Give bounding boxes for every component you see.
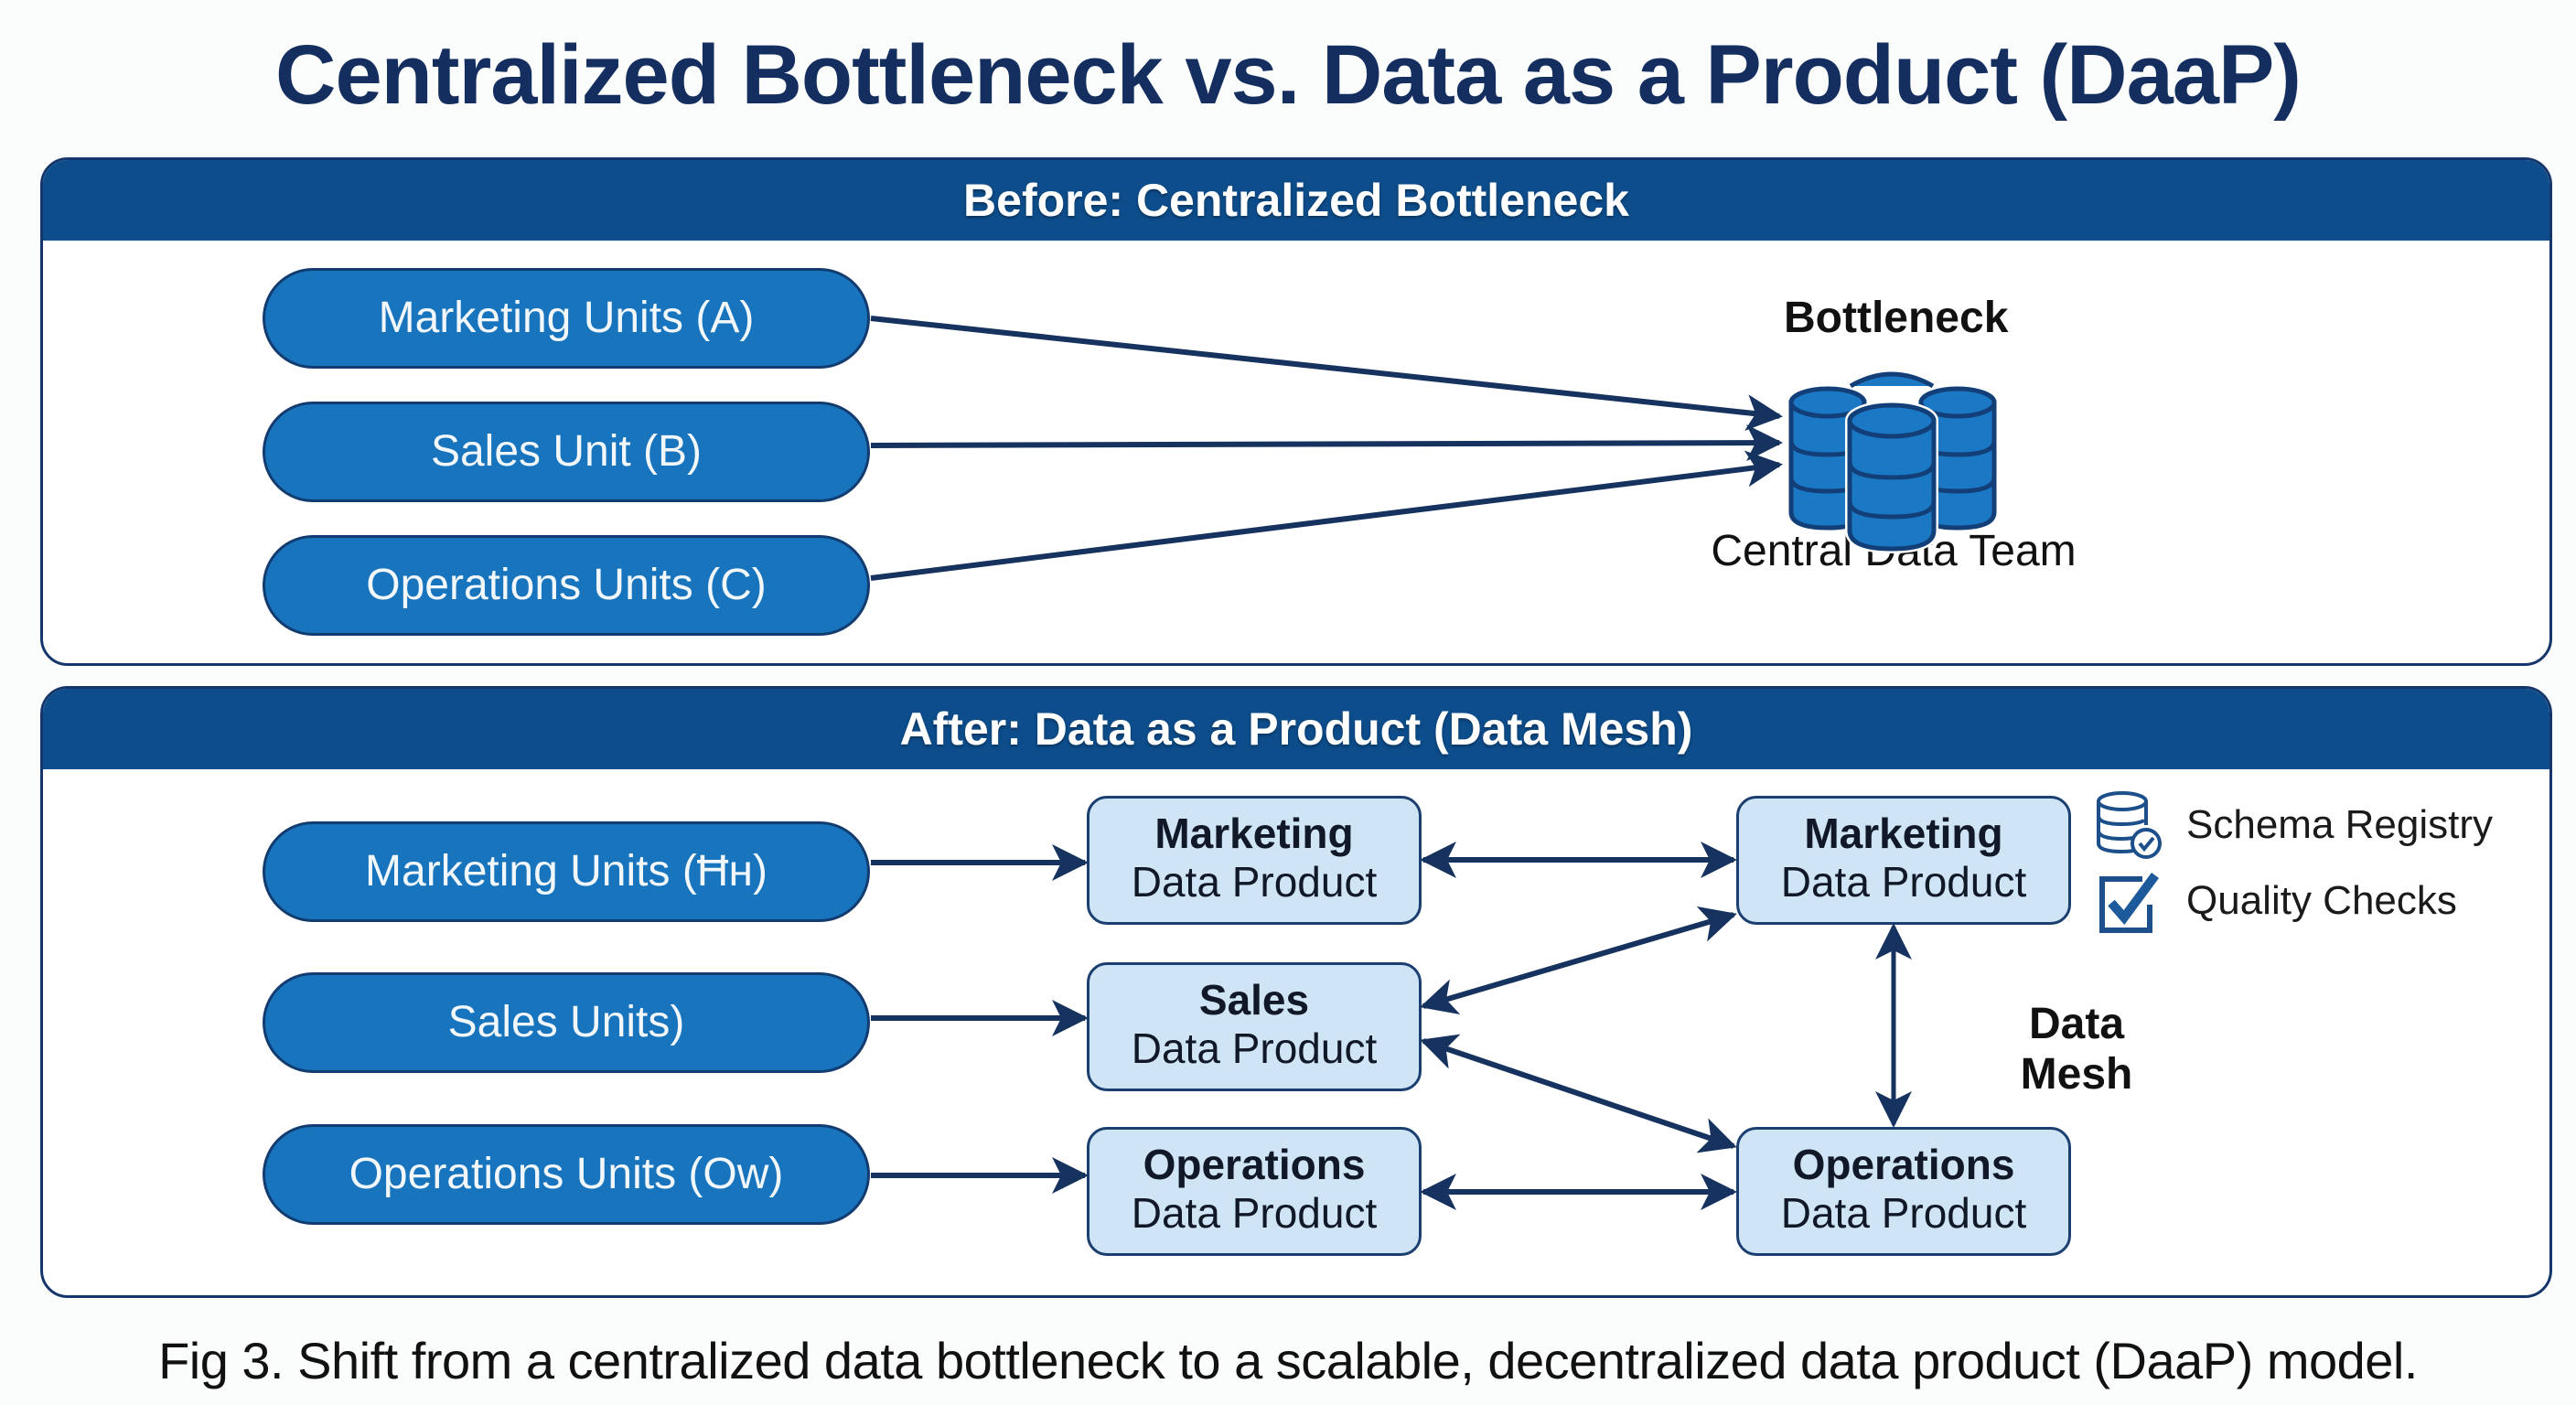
after-unit-sales: Sales Units) xyxy=(263,972,870,1073)
data-product-operations-right: Operations Data Product xyxy=(1736,1127,2071,1256)
data-product-subtitle: Data Product xyxy=(1131,858,1378,906)
after-panel-header: After: Data as a Product (Data Mesh) xyxy=(43,689,2549,769)
data-product-title: Operations xyxy=(1792,1141,2015,1188)
checkbox-icon xyxy=(2099,873,2160,933)
before-unit-marketing: Marketing Units (A) xyxy=(263,268,870,369)
legend-label: Quality Checks xyxy=(2186,878,2457,923)
arrow-sales-to-operations-right xyxy=(1420,1034,1737,1153)
before-unit-sales: Sales Unit (B) xyxy=(263,402,870,502)
arrow-sales-to-central xyxy=(870,424,1783,462)
data-product-marketing-right: Marketing Data Product xyxy=(1736,796,2071,925)
figure-caption: Fig 3. Shift from a centralized data bot… xyxy=(158,1332,2418,1389)
arrow-operations-to-central xyxy=(870,450,1783,581)
page-title: Centralized Bottleneck vs. Data as a Pro… xyxy=(275,28,2302,122)
legend-label: Schema Registry xyxy=(2186,802,2494,847)
legend-quality-checks: Quality Checks xyxy=(2095,864,2457,938)
data-product-sales-left: Sales Data Product xyxy=(1087,962,1422,1091)
after-unit-marketing: Marketing Units (Ħн) xyxy=(263,821,870,922)
data-product-title: Marketing xyxy=(1804,810,2003,857)
data-product-subtitle: Data Product xyxy=(1131,1024,1378,1072)
data-product-marketing-left: Marketing Data Product xyxy=(1087,796,1422,925)
data-product-operations-left: Operations Data Product xyxy=(1087,1127,1422,1256)
data-product-subtitle: Data Product xyxy=(1131,1189,1378,1237)
database-cluster-icon xyxy=(1788,371,1997,554)
database-check-icon xyxy=(2097,791,2162,859)
after-unit-operations: Operations Units (Ow) xyxy=(263,1124,870,1225)
legend-schema-registry: Schema Registry xyxy=(2095,788,2493,862)
arrow-marketing-to-central xyxy=(870,316,1783,432)
before-unit-operations: Operations Units (C) xyxy=(263,535,870,636)
bottleneck-label: Bottleneck xyxy=(1784,294,2009,342)
data-product-title: Marketing xyxy=(1154,810,1354,857)
data-product-title: Sales xyxy=(1198,976,1310,1024)
data-mesh-label: Data Mesh xyxy=(2020,1000,2133,1099)
data-product-subtitle: Data Product xyxy=(1780,1189,2027,1237)
arrow-sales-to-marketing-right xyxy=(1420,906,1737,1014)
data-product-title: Operations xyxy=(1143,1141,1366,1188)
before-panel-header: Before: Centralized Bottleneck xyxy=(43,160,2549,241)
data-product-subtitle: Data Product xyxy=(1780,858,2027,906)
